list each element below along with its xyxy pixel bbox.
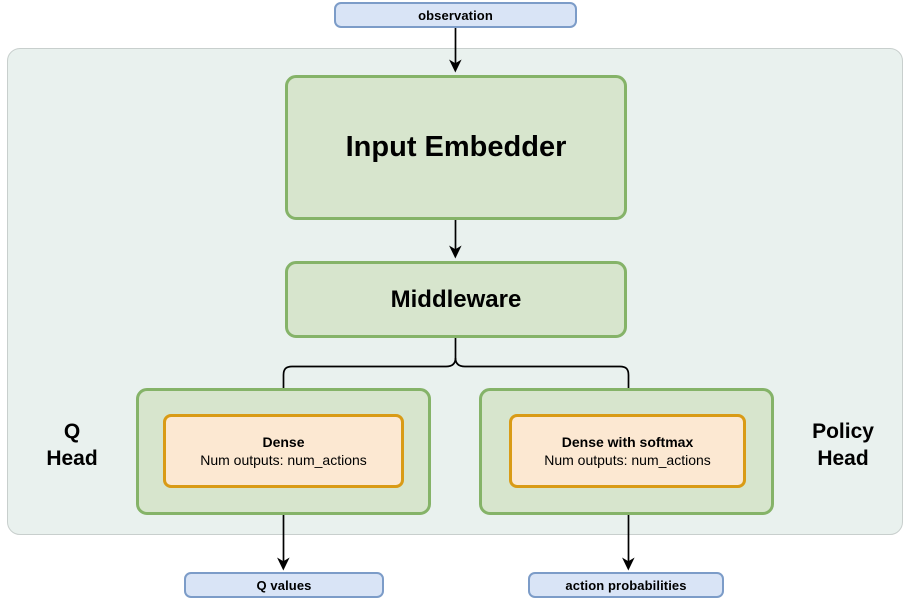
q-head-dense-title: Dense (262, 433, 305, 450)
action-probabilities-node[interactable]: action probabilities (528, 572, 724, 598)
q-head-dense-layer[interactable]: Dense Num outputs: num_actions (163, 414, 404, 488)
input-embedder-node[interactable]: Input Embedder (285, 75, 627, 220)
observation-node[interactable]: observation (334, 2, 577, 28)
q-values-node[interactable]: Q values (184, 572, 384, 598)
q-head-dense-subtitle: Num outputs: num_actions (200, 451, 367, 468)
policy-head-dense-subtitle: Num outputs: num_actions (544, 451, 711, 468)
middleware-node[interactable]: Middleware (285, 261, 627, 338)
q-head-label: Q Head (46, 420, 98, 470)
policy-head-label: Policy Head (812, 420, 874, 470)
policy-head-dense-title: Dense with softmax (561, 433, 694, 450)
policy-head-dense-layer[interactable]: Dense with softmax Num outputs: num_acti… (509, 414, 746, 488)
